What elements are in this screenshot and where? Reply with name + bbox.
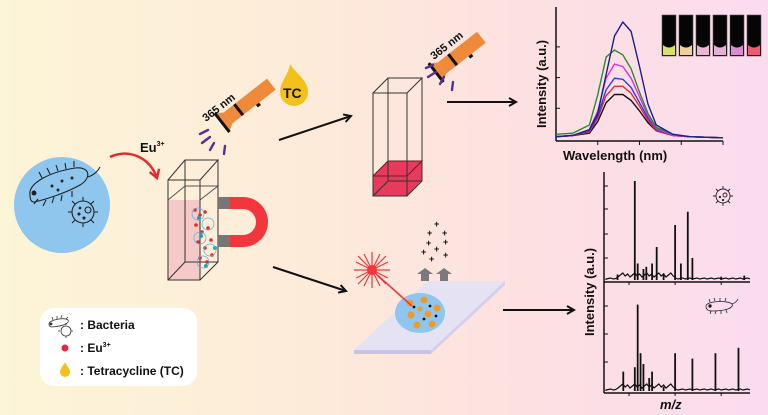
- arrow-to-fluorescence: [278, 116, 351, 141]
- fluorescence-spectrum-chart: Wavelength (nm) Intensity (a.u.): [534, 7, 762, 163]
- laser-beam: [373, 271, 413, 307]
- cuvette-tc-fluorescence: [372, 77, 424, 197]
- ion-plume: +++ +++ +++: [421, 219, 448, 264]
- vial-fluorescence-2: [680, 45, 692, 55]
- uv-rays-1: [198, 128, 227, 156]
- fl-y-label: Intensity (a.u.): [534, 40, 549, 128]
- vial-5: [729, 14, 745, 57]
- vial-fluorescence-6: [748, 45, 760, 55]
- cuvette-magnetic-separation: [167, 159, 220, 281]
- eu-label: Eu3+: [140, 140, 165, 155]
- legend-bacteria-label: : Bacteria: [80, 318, 135, 332]
- uv-rays-2: [424, 63, 455, 92]
- legend-eu-label: : Eu3+: [80, 341, 111, 355]
- eu-bacteria-aggregates: [191, 207, 217, 269]
- fl-series-green: [555, 49, 724, 139]
- fl-series-black: [555, 93, 724, 139]
- tetracycline-drop: TC: [280, 64, 308, 106]
- vial-6: [746, 14, 762, 57]
- laser-burst: [354, 252, 413, 307]
- ms-x-label: m/z: [660, 397, 682, 412]
- ms-baseline-2: [605, 383, 751, 391]
- tc-drop-label: TC: [283, 85, 302, 101]
- fl-series-magenta: [555, 63, 724, 139]
- vial-fluorescence-4: [714, 45, 726, 55]
- svg-text:+: +: [427, 228, 432, 238]
- svg-text:+: +: [443, 250, 448, 260]
- virus-icon: [68, 197, 98, 227]
- legend-eu-icon: [61, 344, 69, 352]
- sample-circle: [14, 157, 110, 253]
- ms-baseline-1: [605, 272, 751, 280]
- vial-3: [695, 14, 711, 57]
- vial-4: [712, 14, 728, 57]
- mass-spectrum-chart: m/z Intensity (a.u.): [582, 172, 751, 412]
- svg-text:+: +: [429, 254, 434, 264]
- fl-series-navy: [555, 21, 724, 139]
- maldi-target-slide: [354, 281, 505, 354]
- nanoparticles: [406, 296, 441, 329]
- svg-text:+: +: [434, 244, 439, 254]
- ms-y-label: Intensity (a.u.): [582, 248, 597, 336]
- svg-text:+: +: [443, 237, 448, 247]
- uv-flashlight-1: [213, 78, 276, 133]
- virus-marker-icon: [713, 186, 733, 206]
- svg-text:+: +: [426, 238, 431, 248]
- vial-fluorescence-5: [731, 45, 743, 55]
- legend-tc-label: : Tetracycline (TC): [80, 364, 184, 378]
- svg-text:+: +: [442, 228, 447, 238]
- vial-fluorescence-3: [697, 45, 709, 55]
- legend-box: : Bacteria : Eu3+ : Tetracycline (TC): [40, 308, 197, 386]
- vial-2: [678, 14, 694, 57]
- bacterium-icon: [29, 161, 101, 207]
- legend-tc-drop-icon: [60, 362, 70, 377]
- fl-x-label: Wavelength (nm): [563, 148, 667, 163]
- legend-bacteria-icon: [48, 314, 73, 338]
- vial-1: [661, 14, 677, 57]
- bacteria-sample: [14, 157, 110, 253]
- svg-text:+: +: [421, 247, 426, 257]
- add-eu-arrow: [109, 152, 157, 178]
- arrow-to-maldi: [272, 266, 346, 291]
- svg-text:+: +: [434, 219, 439, 229]
- sample-spot: [395, 293, 445, 333]
- ion-up-arrows: [417, 268, 452, 281]
- vial-fluorescence-1: [663, 45, 675, 55]
- bacterium-marker-icon: [705, 297, 739, 315]
- magnet-icon: [218, 197, 268, 247]
